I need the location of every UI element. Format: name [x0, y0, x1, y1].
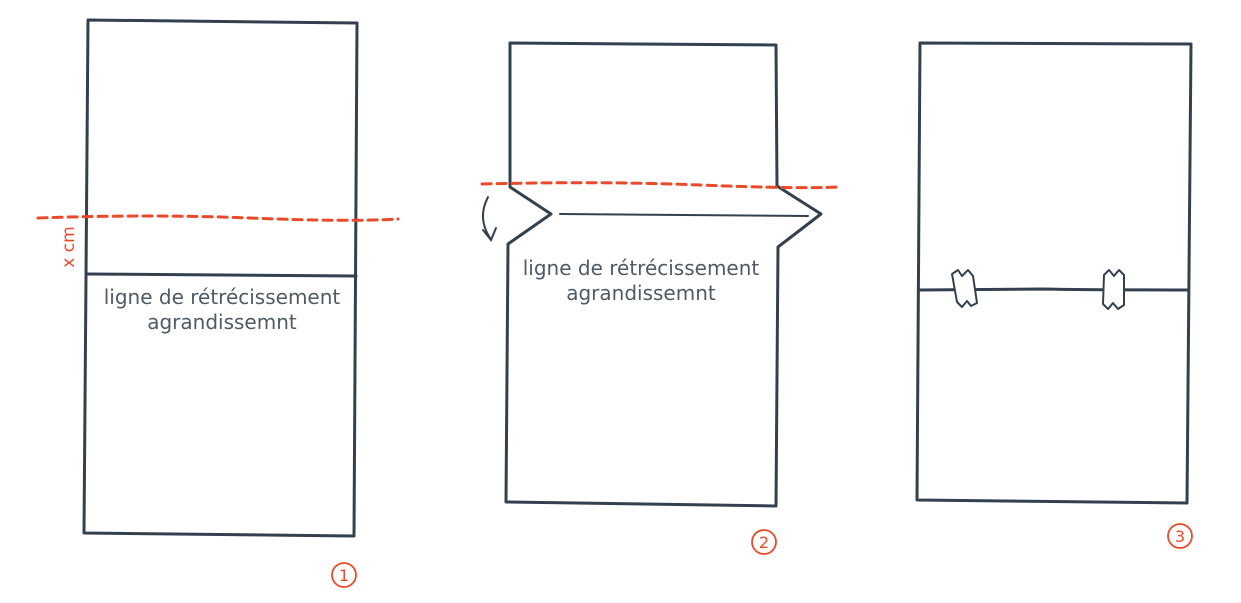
panel-1-adjustment-line	[84, 272, 358, 278]
step-number-circle-1	[331, 562, 357, 588]
step-number-1: 1	[339, 566, 349, 585]
panel-3-tape-left	[951, 269, 978, 308]
panel-3-tape-right	[1102, 269, 1125, 310]
panel-2-label-line1: ligne de rétrécissement	[523, 256, 760, 280]
step-number-2: 2	[759, 533, 769, 552]
panel-1-label-line1: ligne de rétrécissement	[104, 285, 341, 309]
panel-1: ligne de rétrécissement agrandissemnt x …	[36, 18, 400, 588]
panel-3-joined-line	[917, 287, 1190, 292]
panel-2-label-line2: agrandissemnt	[566, 281, 716, 305]
panel-3: 3	[915, 41, 1193, 549]
panel-2-fold-arrowhead	[482, 227, 497, 242]
panel-2-pattern-outline	[504, 41, 823, 508]
panel-2-fold-arrow	[482, 196, 491, 239]
step-number-3: 3	[1175, 527, 1185, 546]
panel-1-red-cut-line	[36, 214, 400, 222]
panel-1-label-line2: agrandissemnt	[147, 310, 297, 334]
panel-2-fold-line	[559, 213, 809, 217]
panel-2: ligne de rétrécissement agrandissemnt 2	[480, 41, 840, 555]
step-number-circle-2	[751, 529, 777, 555]
step-number-circle-3	[1167, 523, 1193, 549]
panel-2-red-cut-line	[480, 181, 840, 190]
panel-1-measure-label: x cm	[59, 226, 79, 267]
panel-3-pattern-outline	[915, 41, 1193, 505]
panel-1-pattern-outline	[82, 18, 359, 538]
